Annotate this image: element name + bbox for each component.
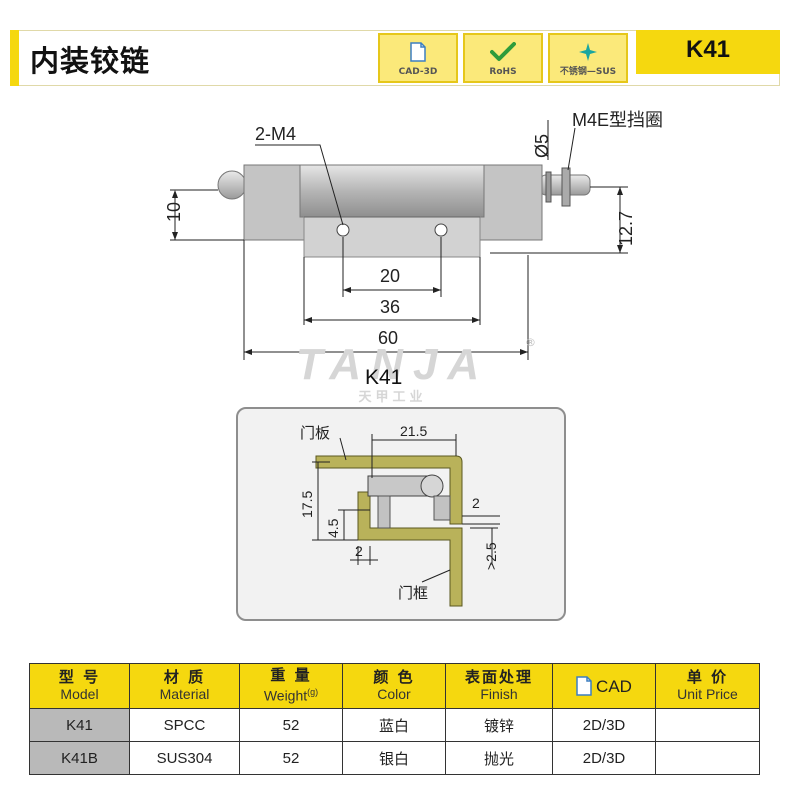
- height-left-label: 10: [164, 202, 184, 222]
- door-frame-label: 门框: [398, 584, 428, 602]
- pin-diameter-label: Ø5: [532, 134, 552, 158]
- badge-label: CAD-3D: [398, 67, 438, 77]
- stainless-steel-badge[interactable]: 不锈钢—SUS: [548, 33, 628, 83]
- document-icon: [410, 42, 426, 66]
- dim-4-5-label: 4.5: [325, 518, 341, 538]
- cell-color: 蓝白: [342, 708, 446, 742]
- cell-model: K41B: [29, 741, 130, 775]
- sparkle-icon: [578, 42, 598, 66]
- cell-cad-link[interactable]: 2D/3D: [552, 741, 656, 775]
- height-right-label: 12.7: [616, 211, 636, 246]
- cell-price: [655, 708, 760, 742]
- dim-60-label: 60: [378, 328, 398, 348]
- cell-finish: 抛光: [445, 741, 553, 775]
- watermark-brand: TANJA: [295, 340, 490, 389]
- brand-watermark: TANJA 天甲工业 ®: [255, 336, 536, 406]
- model-number: K41: [685, 36, 731, 63]
- document-icon: [576, 676, 592, 696]
- registered-mark: ®: [525, 336, 536, 349]
- installation-detail-panel: [236, 407, 566, 621]
- cell-weight: 52: [239, 741, 343, 775]
- cell-color: 银白: [342, 741, 446, 775]
- table-row: K41B SUS304 52 银白 抛光 2D/3D: [29, 741, 760, 775]
- badge-label: RoHS: [489, 67, 517, 77]
- door-frame-shape: [357, 491, 463, 607]
- cell-material: SUS304: [129, 741, 240, 775]
- checkmark-icon: [490, 42, 516, 66]
- badge-label: 不锈钢—SUS: [559, 67, 617, 77]
- hinge-drawing: 2-M4 M4E型挡圈 Ø5 10 12.7 20 36 60: [164, 110, 663, 360]
- cell-finish: 镀锌: [445, 708, 553, 742]
- cell-price: [655, 741, 760, 775]
- cell-model: K41: [29, 708, 130, 742]
- hinge-body: [217, 164, 591, 258]
- cell-material: SPCC: [129, 708, 240, 742]
- table-row: K41 SPCC 52 蓝白 镀锌 2D/3D: [29, 708, 760, 742]
- watermark-sub: 天甲工业: [358, 390, 427, 405]
- page-title: 内装铰链: [30, 44, 151, 78]
- header-accent-stripe: [10, 30, 19, 86]
- retainer-label: M4E型挡圈: [572, 110, 663, 130]
- drawing-caption: K41: [365, 366, 403, 389]
- dim-36-label: 36: [380, 297, 400, 317]
- dim-2-5-label: >2.5: [483, 542, 499, 570]
- cad-3d-badge[interactable]: CAD-3D: [378, 33, 458, 83]
- dim-2-right-label: 2: [472, 495, 480, 511]
- installation-detail-drawing: 门板 门框 21.5 17.5 4.5 2 2 >2.5: [299, 423, 500, 607]
- screw-label: 2-M4: [255, 124, 296, 144]
- dim-2-bottom-label: 2: [355, 543, 363, 559]
- header-cad: CAD: [552, 663, 656, 709]
- dim-17-5-label: 17.5: [299, 491, 315, 518]
- cell-weight: 52: [239, 708, 343, 742]
- model-number-box: K41: [636, 30, 780, 74]
- cell-cad-link[interactable]: 2D/3D: [552, 708, 656, 742]
- rohs-badge[interactable]: RoHS: [463, 33, 543, 83]
- dim-20-label: 20: [380, 266, 400, 286]
- dim-21-5-label: 21.5: [400, 423, 427, 439]
- dimension-arrows: [172, 187, 623, 355]
- door-panel-label: 门板: [300, 424, 330, 442]
